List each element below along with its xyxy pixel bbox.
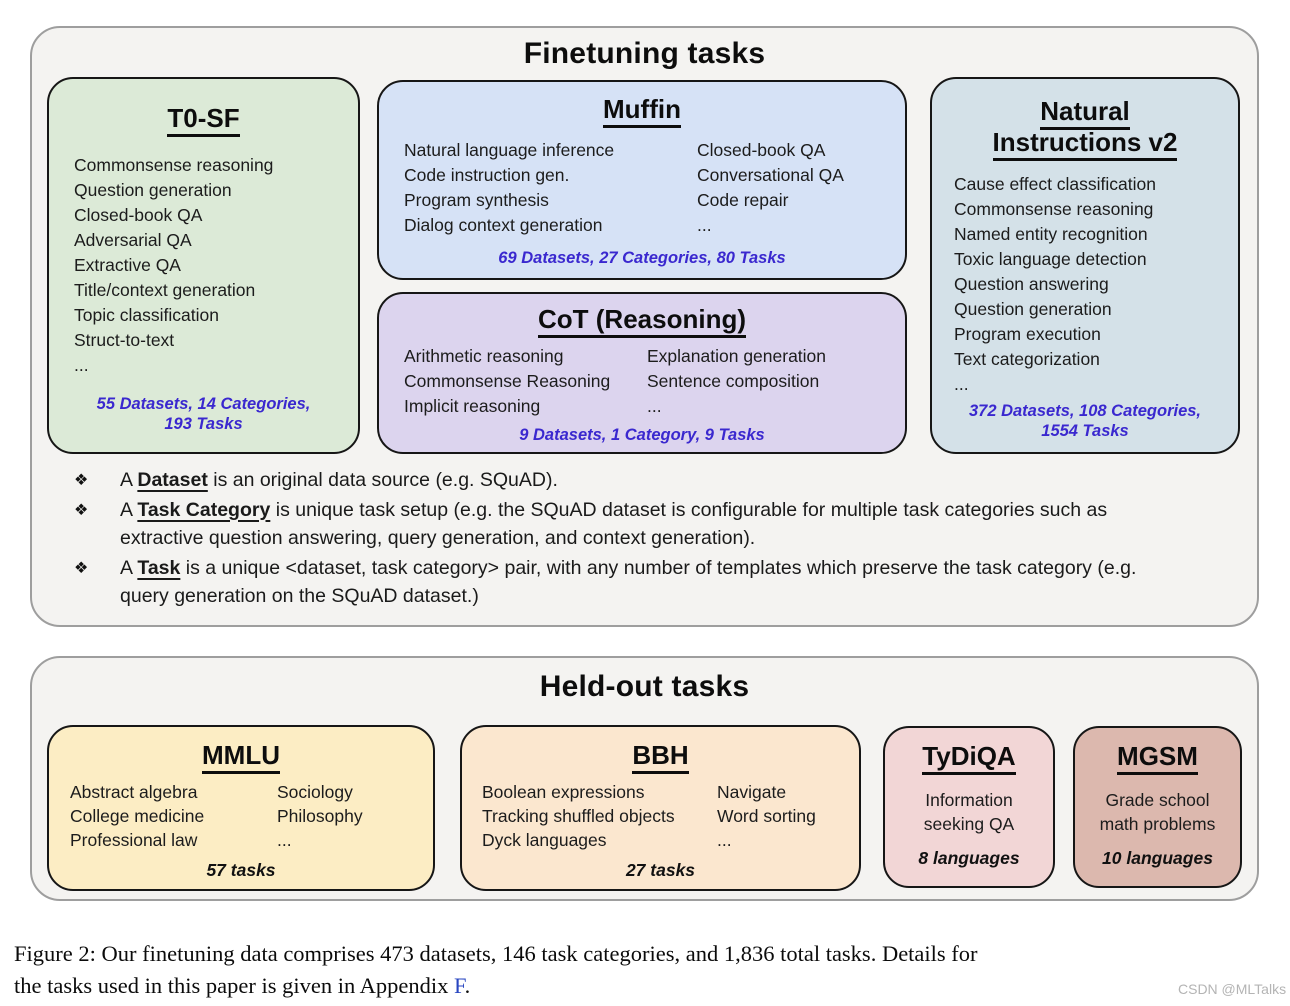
task-item: ...: [954, 374, 969, 394]
definition-task-category: ❖ A Task Category is unique task setup (…: [74, 496, 1224, 553]
task-item: Arithmetic reasoning: [404, 346, 564, 366]
tydiqa-stats: 8 languages: [918, 848, 1020, 868]
task-item: Topic classification: [74, 305, 219, 325]
muffin-card: Muffin Natural language inference Code i…: [377, 80, 907, 280]
t0sf-card: T0-SF Commonsense reasoning Question gen…: [47, 77, 360, 454]
task-item: Closed-book QA: [697, 140, 826, 160]
task-item: Program execution: [954, 324, 1101, 344]
task-item: Question generation: [74, 180, 232, 200]
task-item: Professional law: [70, 830, 198, 850]
task-item: Commonsense reasoning: [74, 155, 274, 175]
cot-stats: 9 Datasets, 1 Category, 9 Tasks: [519, 426, 765, 444]
bbh-card: BBH Boolean expressions Tracking shuffle…: [460, 725, 861, 891]
task-item: Cause effect classification: [954, 174, 1157, 194]
task-item: Sociology: [277, 782, 353, 802]
diamond-bullet-icon: ❖: [74, 559, 89, 577]
task-item: Extractive QA: [74, 255, 181, 275]
task-item: Struct-to-text: [74, 330, 175, 350]
bbh-card-title: BBH: [462, 727, 859, 774]
task-item: Code instruction gen.: [404, 165, 570, 185]
natural-instructions-v2-card: Natural Instructions v2 Cause effect cla…: [930, 77, 1240, 454]
muffin-task-list: Natural language inference Code instruct…: [379, 138, 905, 238]
task-item: Explanation generation: [647, 346, 827, 366]
task-item: Boolean expressions: [482, 782, 645, 802]
task-item: Program synthesis: [404, 190, 549, 210]
definition-task: ❖ A Task is a unique <dataset, task cate…: [74, 554, 1224, 611]
definition-dataset: ❖ A Dataset is an original data source (…: [74, 466, 1224, 495]
tydiqa-card-title: TyDiQA: [885, 728, 1053, 775]
t0sf-stats: 55 Datasets, 14 Categories, 193 Tasks: [96, 395, 311, 433]
task-item: Named entity recognition: [954, 224, 1148, 244]
mgsm-card-title: MGSM: [1075, 728, 1240, 775]
niv2-stats: 372 Datasets, 108 Categories, 1554 Tasks: [968, 402, 1202, 440]
task-item: Adversarial QA: [74, 230, 192, 250]
task-item: ...: [277, 830, 292, 850]
task-item: Commonsense Reasoning: [404, 371, 611, 391]
mmlu-stats: 57 tasks: [206, 860, 276, 880]
task-item: Philosophy: [277, 806, 363, 826]
appendix-f-link[interactable]: F: [453, 973, 465, 998]
task-item: Tracking shuffled objects: [482, 806, 675, 826]
mgsm-description: Grade school math problems: [1099, 790, 1216, 834]
mmlu-task-list: Abstract algebra College medicine Profes…: [49, 780, 433, 852]
caption-line2: the tasks used in this paper is given in…: [14, 973, 454, 998]
t0sf-card-title: T0-SF: [49, 79, 358, 137]
mmlu-card-title: MMLU: [49, 727, 433, 774]
task-item: Word sorting: [717, 806, 816, 826]
diamond-bullet-icon: ❖: [74, 501, 89, 519]
diamond-bullet-icon: ❖: [74, 472, 89, 489]
task-item: Navigate: [717, 782, 787, 802]
niv2-card-title: Natural Instructions v2: [932, 79, 1238, 161]
cot-card-title: CoT (Reasoning): [379, 294, 905, 338]
task-item: Abstract algebra: [70, 782, 198, 802]
task-item: Sentence composition: [647, 371, 820, 391]
definitions-list: ❖ A Dataset is an original data source (…: [74, 466, 1224, 612]
caption-line1: Figure 2: Our finetuning data comprises …: [14, 941, 978, 966]
tydiqa-card: TyDiQA Information seeking QA 8 language…: [883, 726, 1055, 888]
mmlu-card: MMLU Abstract algebra College medicine P…: [47, 725, 435, 891]
niv2-task-list: Cause effect classification Commonsense …: [954, 172, 1238, 397]
task-item: Implicit reasoning: [404, 396, 541, 416]
finetuning-panel: Finetuning tasks T0-SF Commonsense reaso…: [30, 26, 1259, 627]
figure-caption: Figure 2: Our finetuning data comprises …: [14, 941, 978, 998]
task-item: Dialog context generation: [404, 215, 603, 235]
muffin-stats: 69 Datasets, 27 Categories, 80 Tasks: [498, 249, 786, 267]
task-item: ...: [74, 355, 89, 375]
task-item: Question generation: [954, 299, 1112, 319]
task-item: Text categorization: [954, 349, 1100, 369]
task-item: Conversational QA: [697, 165, 844, 185]
task-item: Question answering: [954, 274, 1109, 294]
finetuning-panel-title: Finetuning tasks: [523, 37, 766, 70]
task-item: ...: [717, 830, 732, 850]
heldout-panel: Held-out tasks MMLU Abstract algebra Col…: [30, 656, 1259, 901]
task-item: ...: [697, 215, 712, 235]
task-item: Closed-book QA: [74, 205, 203, 225]
bbh-task-list: Boolean expressions Tracking shuffled ob…: [462, 780, 859, 852]
task-item: College medicine: [70, 806, 205, 826]
watermark: CSDN @MLTalks: [1178, 981, 1287, 997]
task-item: Natural language inference: [404, 140, 615, 160]
cot-task-list: Arithmetic reasoning Commonsense Reasoni…: [379, 344, 905, 419]
task-item: Dyck languages: [482, 830, 607, 850]
mgsm-stats: 10 languages: [1102, 848, 1213, 868]
task-item: Toxic language detection: [954, 249, 1147, 269]
heldout-panel-title: Held-out tasks: [539, 670, 750, 703]
muffin-card-title: Muffin: [379, 82, 905, 128]
task-item: ...: [647, 396, 662, 416]
cot-card: CoT (Reasoning) Arithmetic reasoning Com…: [377, 292, 907, 454]
tydiqa-description: Information seeking QA: [923, 790, 1015, 834]
t0sf-task-list: Commonsense reasoning Question generatio…: [74, 153, 358, 378]
task-item: Commonsense reasoning: [954, 199, 1154, 219]
task-item: Title/context generation: [74, 280, 256, 300]
bbh-stats: 27 tasks: [625, 860, 696, 880]
task-item: Code repair: [697, 190, 789, 210]
mgsm-card: MGSM Grade school math problems 10 langu…: [1073, 726, 1242, 888]
